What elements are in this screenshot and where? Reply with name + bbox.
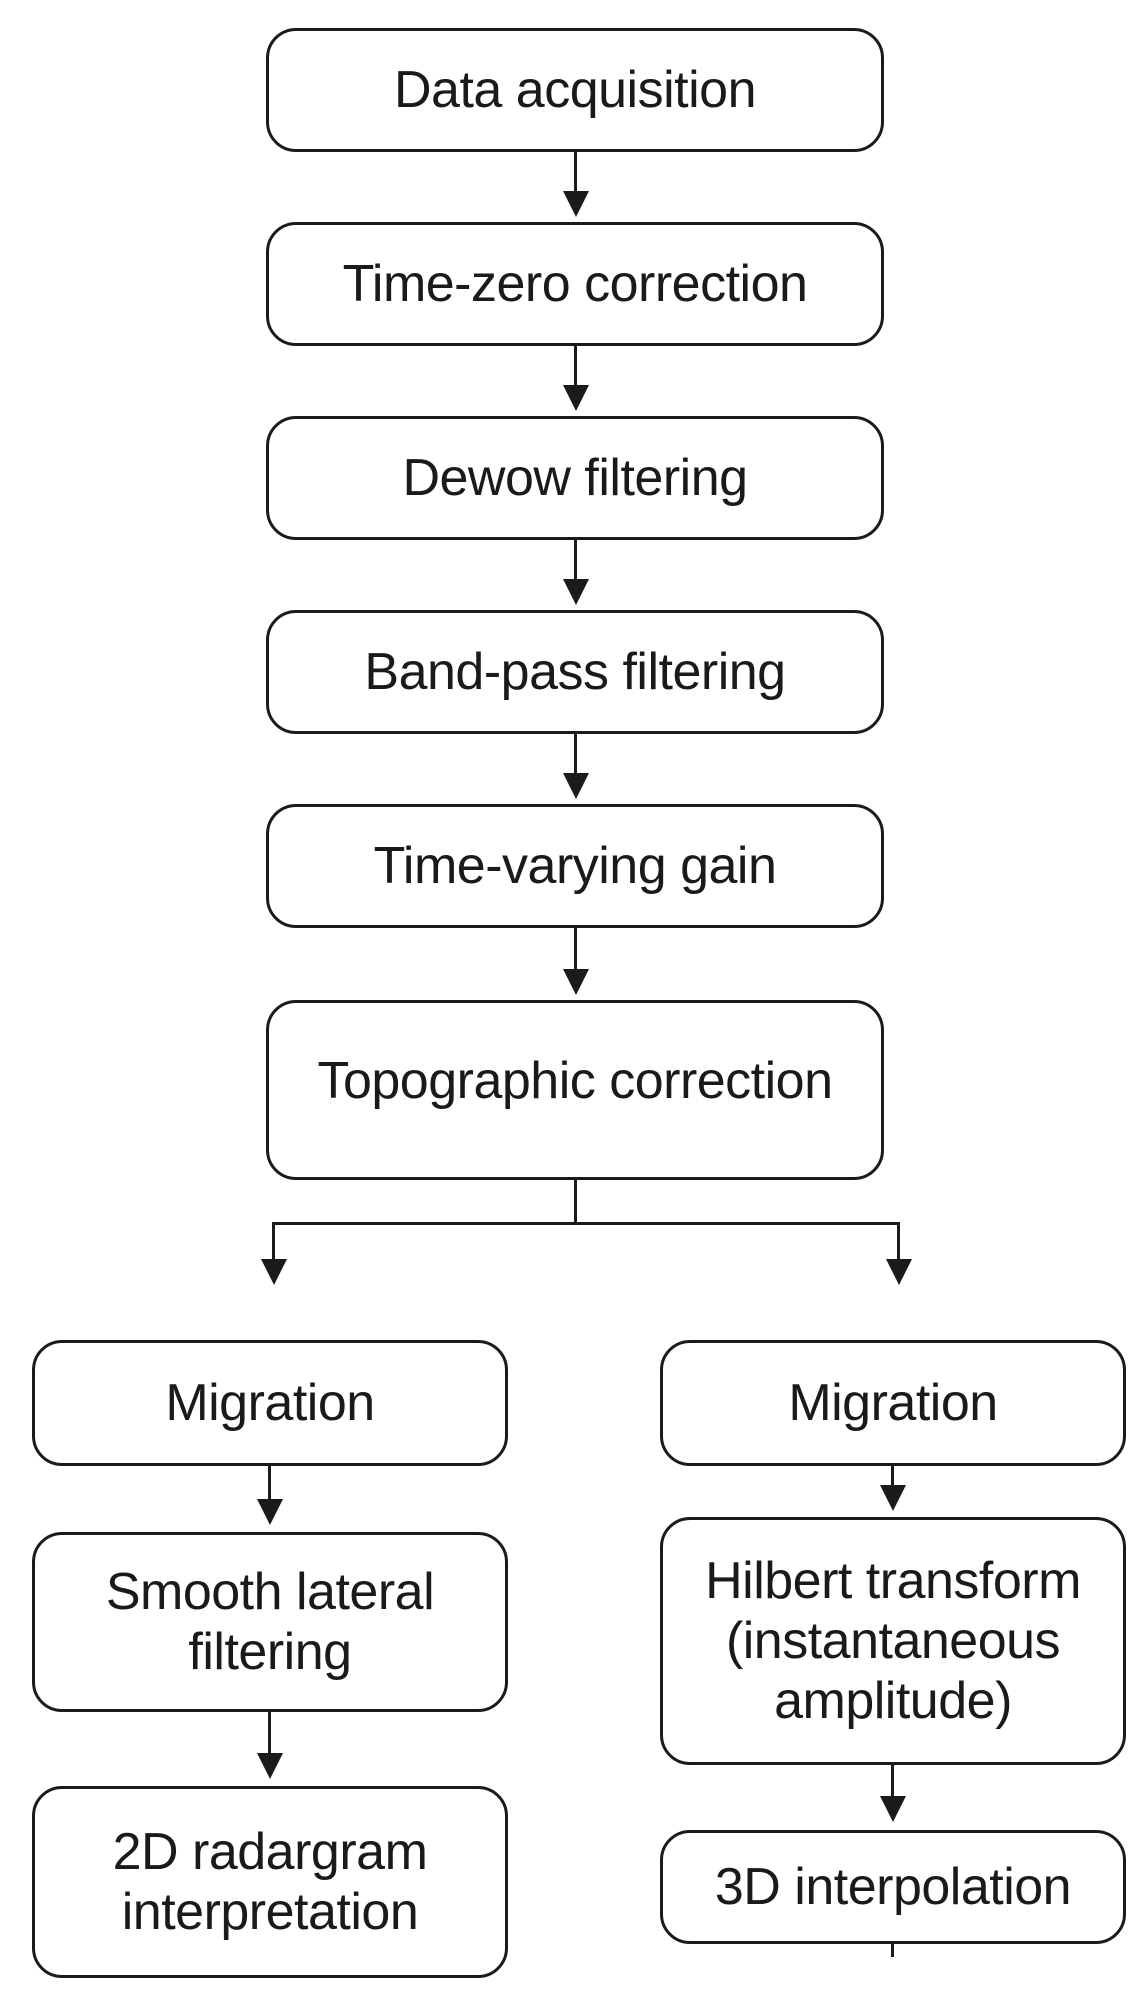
arrow-migration-right-to-hilbert <box>891 1466 894 1486</box>
node-migration-left: Migration <box>32 1340 508 1466</box>
node-3d-interpolation: 3D interpolation <box>660 1830 1126 1944</box>
arrow-time-zero-to-dewow <box>574 346 577 386</box>
node-topographic-correction: Topographic correction <box>266 1000 884 1180</box>
node-time-zero-correction: Time-zero correction <box>266 222 884 346</box>
branch-stem-line <box>574 1180 577 1224</box>
arrow-branch-to-migration-left <box>272 1222 275 1260</box>
arrow-dewow-to-band-pass <box>574 540 577 580</box>
arrow-time-varying-to-topographic <box>574 928 577 970</box>
node-hilbert-transform: Hilbert transform (instantaneous amplitu… <box>660 1517 1126 1765</box>
node-migration-right: Migration <box>660 1340 1126 1466</box>
node-2d-radargram-interpretation: 2D radargram interpretation <box>32 1786 508 1978</box>
arrow-band-pass-to-time-varying <box>574 734 577 774</box>
arrow-smooth-lateral-to-2d-radargram <box>268 1712 271 1754</box>
node-band-pass-filtering: Band-pass filtering <box>266 610 884 734</box>
node-data-acquisition: Data acquisition <box>266 28 884 152</box>
arrow-branch-to-migration-right <box>897 1222 900 1260</box>
arrow-hilbert-to-3d-interpolation <box>891 1765 894 1797</box>
arrow-migration-left-to-smooth-lateral <box>268 1466 271 1500</box>
branch-horizontal-line <box>272 1222 900 1225</box>
bottom-stub-line <box>891 1944 894 1957</box>
node-smooth-lateral-filtering: Smooth lateral filtering <box>32 1532 508 1712</box>
arrow-data-acquisition-to-time-zero <box>574 152 577 192</box>
node-dewow-filtering: Dewow filtering <box>266 416 884 540</box>
node-time-varying-gain: Time-varying gain <box>266 804 884 928</box>
